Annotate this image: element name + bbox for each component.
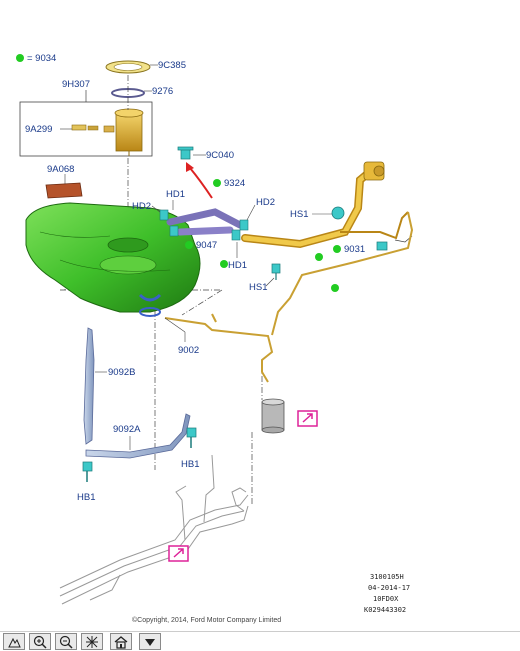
label-hd1-top: HD1 <box>166 189 185 200</box>
label-hs1-lower: HS1 <box>249 282 267 293</box>
fuel-system-diagram: = 9034 9H307 9C385 9276 9A299 9A068 <box>16 53 414 624</box>
copyright: ©Copyright, 2014, Ford Motor Company Lim… <box>132 616 281 624</box>
zoom-out-button[interactable] <box>55 633 77 650</box>
ref-code-4: K029443302 <box>364 606 406 614</box>
legend-text: = 9034 <box>27 53 56 64</box>
vent-tube <box>340 211 409 240</box>
tank-strap-9092b <box>83 327 95 445</box>
clip-hs1-lower <box>271 263 281 280</box>
menu-down-button[interactable] <box>139 633 161 650</box>
label-hb1-left: HB1 <box>77 492 95 503</box>
label-hd2-left: HD2 <box>132 201 151 212</box>
fuel-pump-module <box>103 108 144 156</box>
label-hs1-upper: HS1 <box>290 209 308 220</box>
hose-clamp <box>169 225 179 237</box>
link-box-lines[interactable] <box>168 545 189 562</box>
pan-icon <box>8 637 21 648</box>
tank-strap-9092a <box>85 413 191 459</box>
label-9276: 9276 <box>152 86 173 97</box>
red-direction-arrow <box>189 167 213 199</box>
hose-clamp <box>231 229 241 241</box>
menu-down-icon <box>145 639 155 646</box>
fit-icon <box>86 636 98 648</box>
vent-valve <box>376 241 388 251</box>
label-9a299: 9A299 <box>25 124 52 135</box>
fuel-lines <box>164 211 414 383</box>
link-arrow-icon <box>173 548 184 558</box>
pan-button[interactable] <box>3 633 25 650</box>
fuel-filler-neck <box>241 161 385 249</box>
label-9031: 9031 <box>344 244 365 255</box>
zoom-in-icon <box>33 635 47 649</box>
zoom-in-button[interactable] <box>29 633 51 650</box>
bolt-hb1-right <box>186 427 197 448</box>
label-9092b: 9092B <box>108 367 135 378</box>
label-9047: 9047 <box>196 240 217 251</box>
fuel-filter <box>261 398 285 434</box>
heat-shield <box>45 182 83 199</box>
ref-code-2: 04-2014-17 <box>368 584 410 592</box>
fit-button[interactable] <box>81 633 103 650</box>
home-icon <box>114 636 128 649</box>
home-button[interactable] <box>110 633 132 650</box>
filler-cap <box>177 146 194 160</box>
underbody-fuel-lines <box>59 454 249 605</box>
label-9a068: 9A068 <box>47 164 74 175</box>
label-hd2-right: HD2 <box>256 197 275 208</box>
label-9c385: 9C385 <box>158 60 186 71</box>
link-box-filter[interactable] <box>297 410 318 427</box>
bolt-hb1-left <box>82 461 93 482</box>
hose-clamp <box>239 219 249 231</box>
hose-clamp <box>159 209 169 221</box>
label-9324: 9324 <box>224 178 245 189</box>
ref-code-3: 10FD0X <box>373 595 399 603</box>
clip-hs1-upper <box>331 206 345 220</box>
ref-code-1: 3100105H <box>370 573 404 581</box>
zoom-out-icon <box>59 635 73 649</box>
fuel-tank <box>25 202 201 317</box>
label-9092a: 9092A <box>113 424 141 435</box>
viewer-toolbar <box>0 631 520 651</box>
link-arrow-icon <box>302 413 313 423</box>
fuel-level-sender <box>71 124 99 131</box>
label-hd1-bottom: HD1 <box>228 260 247 271</box>
label-9h307: 9H307 <box>62 79 90 90</box>
label-9002: 9002 <box>178 345 199 356</box>
label-hb1-right: HB1 <box>181 459 199 470</box>
label-9c040: 9C040 <box>206 150 234 161</box>
filler-pipe <box>166 208 244 236</box>
legend-dot <box>16 54 24 62</box>
